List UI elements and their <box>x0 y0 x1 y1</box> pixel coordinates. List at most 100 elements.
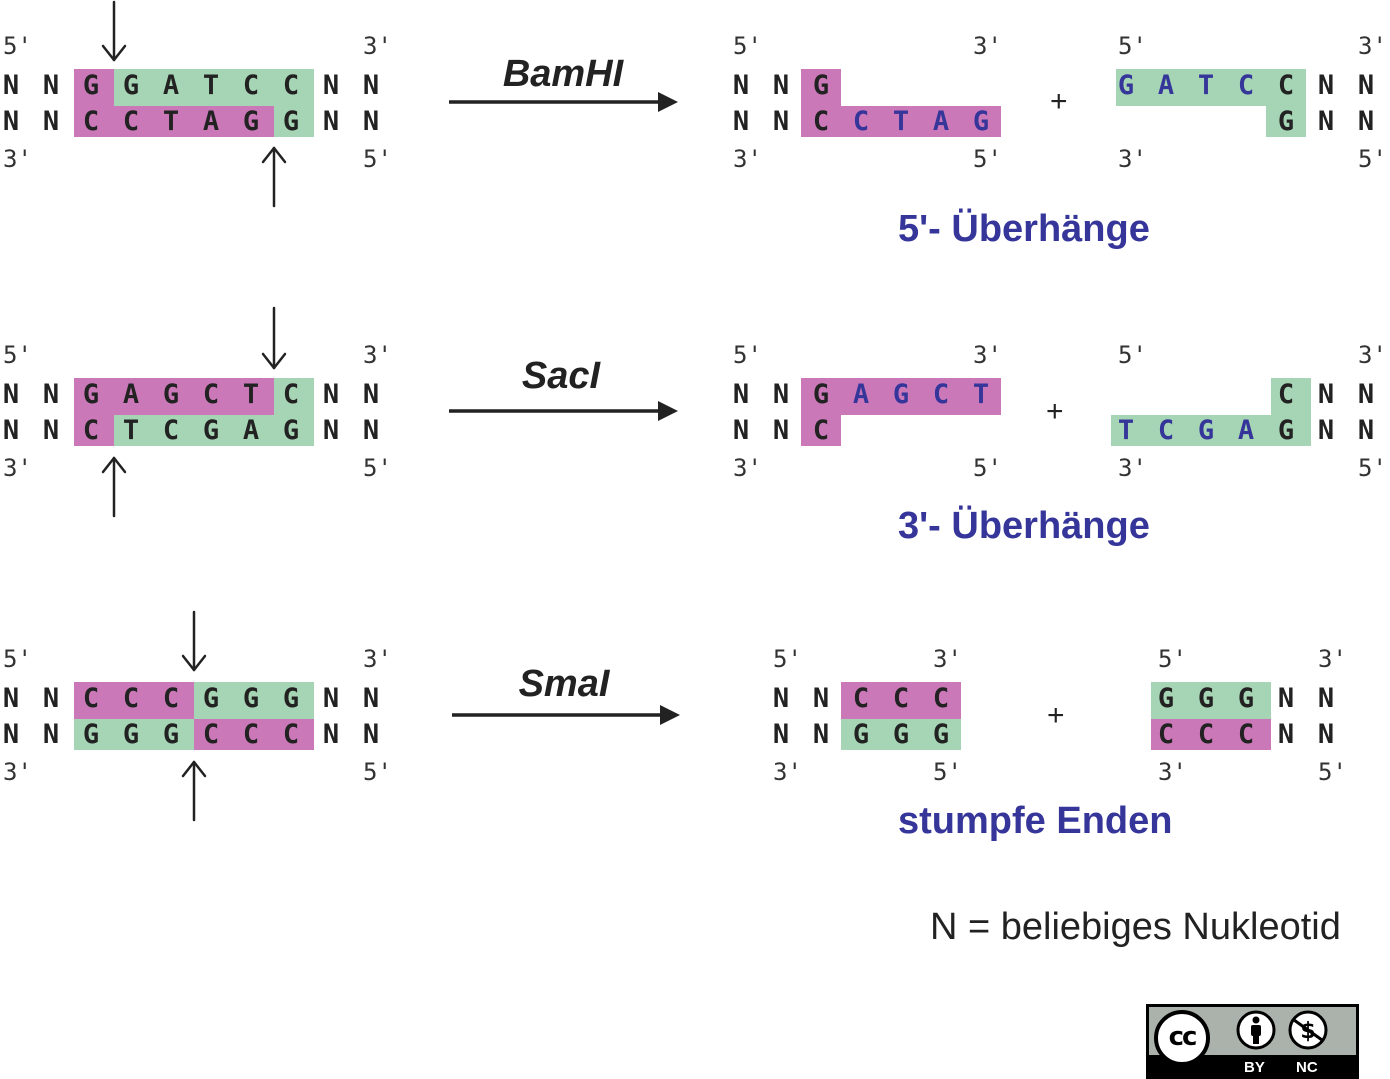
base: C <box>1157 415 1175 446</box>
base: N <box>1277 683 1295 714</box>
base: N <box>362 70 380 101</box>
cc-license-badge[interactable]: cc $ BY NC <box>1146 1004 1359 1079</box>
base: N <box>1357 379 1375 410</box>
five-prime-label: 5' <box>1118 32 1147 60</box>
base: C <box>812 106 830 137</box>
three-prime-label: 3' <box>3 758 32 786</box>
base: G <box>162 719 180 750</box>
base: N <box>1317 106 1335 137</box>
base: A <box>162 70 180 101</box>
three-prime-label: 3' <box>3 454 32 482</box>
base: G <box>1117 70 1135 101</box>
cut-arrow-down-icon <box>101 0 127 62</box>
base: N <box>2 70 20 101</box>
base: N <box>42 106 60 137</box>
base: G <box>122 719 140 750</box>
base: N <box>42 379 60 410</box>
base: G <box>932 719 950 750</box>
cut-arrow-down-icon <box>181 610 207 672</box>
caption-3-overhang: 3'- Überhänge <box>898 505 1150 547</box>
base: C <box>162 683 180 714</box>
base: C <box>82 415 100 446</box>
base: C <box>122 106 140 137</box>
reaction-arrow-icon <box>449 401 678 421</box>
base: C <box>892 683 910 714</box>
base: G <box>892 719 910 750</box>
base: N <box>772 70 790 101</box>
base: N <box>322 106 340 137</box>
base: G <box>202 683 220 714</box>
three-prime-label: 3' <box>1118 145 1147 173</box>
three-prime-label: 3' <box>363 341 392 369</box>
base: N <box>362 106 380 137</box>
base: N <box>322 683 340 714</box>
cut-arrow-up-icon <box>101 456 127 518</box>
base: N <box>1357 106 1375 137</box>
three-prime-label: 3' <box>363 32 392 60</box>
five-prime-label: 5' <box>773 645 802 673</box>
three-prime-label: 3' <box>3 145 32 173</box>
base: N <box>322 70 340 101</box>
base: G <box>82 70 100 101</box>
base: C <box>82 683 100 714</box>
base: C <box>932 683 950 714</box>
cut-arrow-down-icon <box>261 306 287 370</box>
five-prime-label: 5' <box>973 454 1002 482</box>
three-prime-label: 3' <box>1358 341 1387 369</box>
five-prime-label: 5' <box>973 145 1002 173</box>
three-prime-label: 3' <box>1358 32 1387 60</box>
base: A <box>1237 415 1255 446</box>
base: C <box>1197 719 1215 750</box>
base: G <box>162 379 180 410</box>
base: N <box>1317 415 1335 446</box>
base: N <box>42 719 60 750</box>
base: T <box>1197 70 1215 101</box>
five-prime-label: 5' <box>1118 341 1147 369</box>
five-prime-label: 5' <box>933 758 962 786</box>
five-prime-label: 5' <box>3 645 32 673</box>
five-prime-label: 5' <box>1318 758 1347 786</box>
three-prime-label: 3' <box>363 645 392 673</box>
reaction-arrow-icon <box>452 705 680 725</box>
cut-arrow-up-icon <box>181 760 207 822</box>
attribution-icon <box>1236 1010 1276 1050</box>
base: C <box>1237 719 1255 750</box>
base: N <box>1277 719 1295 750</box>
three-prime-label: 3' <box>773 758 802 786</box>
five-prime-label: 5' <box>1158 645 1187 673</box>
base: G <box>1197 415 1215 446</box>
enzyme-label-smai: SmaI <box>518 663 610 705</box>
base: N <box>42 415 60 446</box>
by-label: BY <box>1244 1059 1265 1076</box>
base: G <box>1277 415 1295 446</box>
base: G <box>892 379 910 410</box>
base: C <box>202 719 220 750</box>
base: N <box>772 683 790 714</box>
base: N <box>42 70 60 101</box>
base: G <box>1237 683 1255 714</box>
base: C <box>122 683 140 714</box>
plus-sign: + <box>1050 85 1068 118</box>
base: C <box>1157 719 1175 750</box>
caption-5-overhang: 5'- Überhänge <box>898 208 1150 250</box>
five-prime-label: 5' <box>3 32 32 60</box>
base: N <box>2 379 20 410</box>
five-prime-label: 5' <box>363 454 392 482</box>
base: A <box>1157 70 1175 101</box>
three-prime-label: 3' <box>973 341 1002 369</box>
non-commercial-icon: $ <box>1288 1010 1328 1050</box>
plus-sign: + <box>1047 699 1065 732</box>
base: N <box>322 719 340 750</box>
base: N <box>1317 379 1335 410</box>
base: N <box>772 106 790 137</box>
base: C <box>932 379 950 410</box>
base: N <box>772 379 790 410</box>
base: C <box>242 70 260 101</box>
three-prime-label: 3' <box>1158 758 1187 786</box>
base: G <box>122 70 140 101</box>
base: N <box>362 379 380 410</box>
base: T <box>202 70 220 101</box>
three-prime-label: 3' <box>1318 645 1347 673</box>
base: C <box>852 683 870 714</box>
